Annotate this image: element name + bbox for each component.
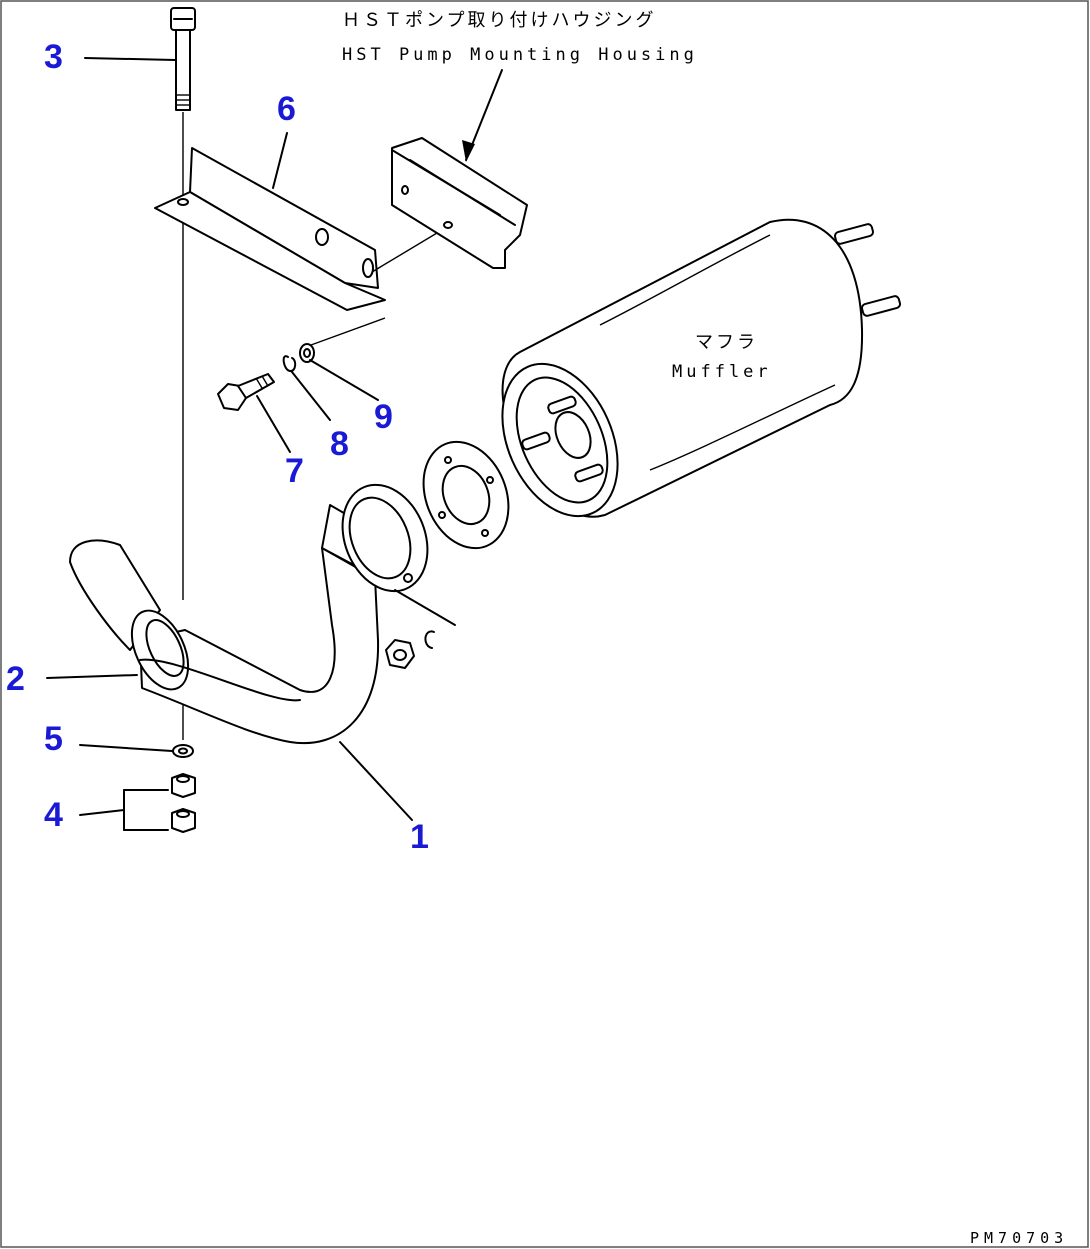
- flange-nut: [385, 639, 415, 669]
- washer-5: [172, 744, 194, 758]
- callout-3: 3: [44, 38, 63, 76]
- flange-washer: [424, 630, 435, 649]
- callout-1: 1: [410, 818, 429, 856]
- callout-9: 9: [374, 398, 393, 436]
- bolt-3: [170, 7, 196, 111]
- centerline: [310, 317, 386, 346]
- spring-washer-8: [282, 355, 297, 372]
- muffler-label-en: Muffler: [672, 362, 772, 382]
- hst-label-jp: ＨＳＴポンプ取り付けハウジング: [342, 10, 656, 31]
- muffler: [501, 218, 902, 518]
- drawing-code: PM70703: [970, 1229, 1068, 1247]
- bracket-6: [154, 147, 386, 311]
- callout-4: 4: [44, 796, 63, 834]
- hst-housing: [391, 137, 528, 269]
- gasket: [422, 440, 510, 550]
- washer-9: [299, 343, 315, 363]
- callout-5: 5: [44, 720, 63, 758]
- nut-4-lower: [171, 808, 196, 833]
- clamp-2: [130, 609, 301, 702]
- exhaust-pipe-1: [69, 483, 456, 745]
- bolt-7: [217, 373, 275, 411]
- callout-2: 2: [6, 660, 25, 698]
- muffler-label-jp: マフラ: [695, 332, 758, 353]
- centerline: [371, 226, 448, 273]
- callout-6: 6: [277, 90, 296, 128]
- callout-7: 7: [285, 452, 304, 490]
- hst-label-en: HST Pump Mounting Housing: [342, 45, 698, 65]
- callout-8: 8: [330, 425, 349, 463]
- nut-4-upper: [171, 773, 196, 798]
- leader-lines: [46, 57, 413, 831]
- arrow-head: [462, 140, 475, 162]
